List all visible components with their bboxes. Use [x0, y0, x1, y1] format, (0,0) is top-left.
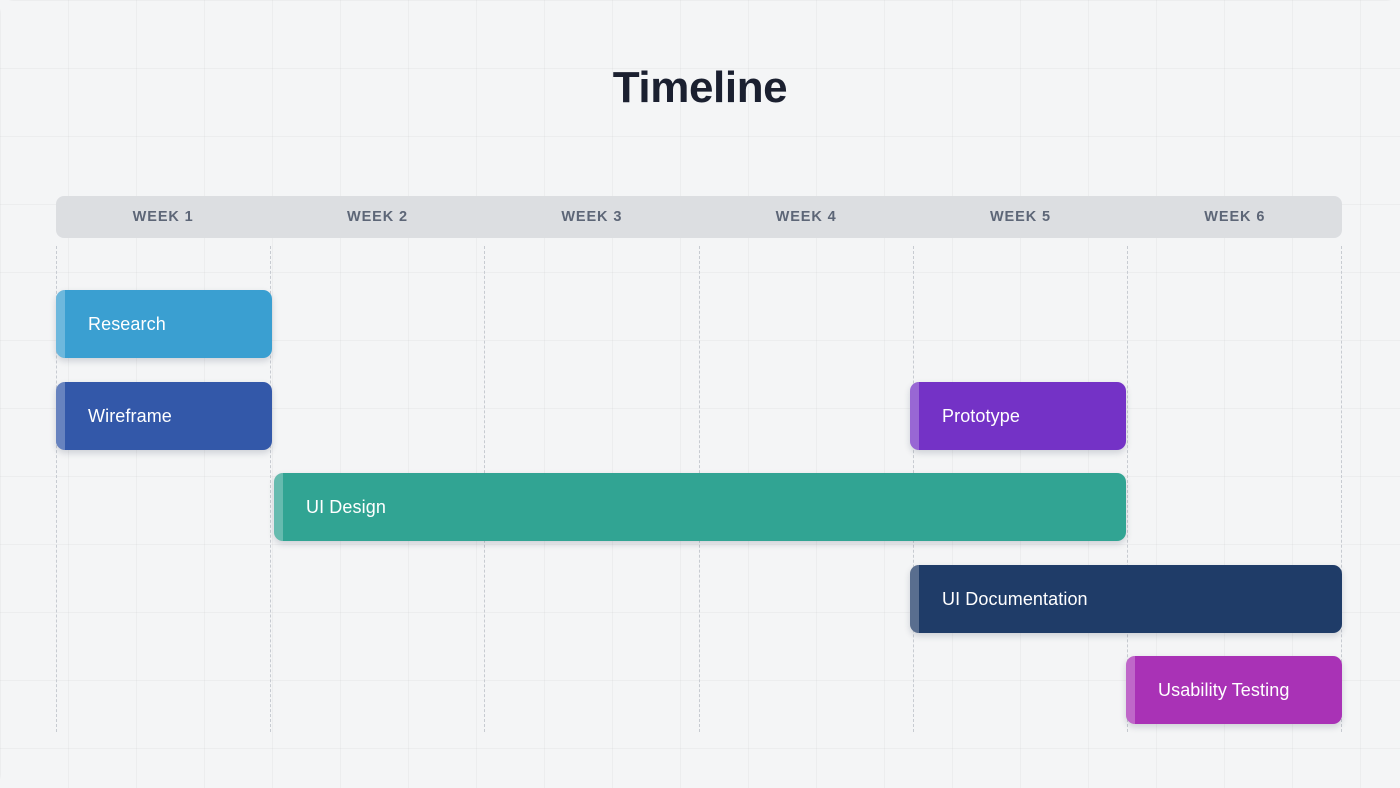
task-bar[interactable]: Prototype: [910, 382, 1126, 450]
week-header-cell: WEEK 6: [1128, 196, 1342, 238]
week-header-bar: WEEK 1 WEEK 2 WEEK 3 WEEK 4 WEEK 5 WEEK 6: [56, 196, 1342, 238]
task-bar[interactable]: Usability Testing: [1126, 656, 1342, 724]
task-bar-label: Wireframe: [88, 405, 172, 426]
task-bar-handle[interactable]: [910, 382, 919, 450]
week-header-cell: WEEK 2: [270, 196, 484, 238]
week-header-cell: WEEK 4: [699, 196, 913, 238]
task-bar-handle[interactable]: [910, 565, 919, 633]
task-bar-handle[interactable]: [274, 473, 283, 541]
task-bar-label: Usability Testing: [1158, 679, 1290, 700]
week-header-cell: WEEK 1: [56, 196, 270, 238]
task-bar-handle[interactable]: [56, 290, 65, 358]
week-label: WEEK 2: [346, 209, 408, 225]
task-bar-label: Research: [88, 313, 166, 334]
week-header-cell: WEEK 5: [913, 196, 1127, 238]
task-bar[interactable]: UI Documentation: [910, 565, 1342, 633]
task-bar-label: UI Documentation: [942, 588, 1088, 609]
task-bar[interactable]: Wireframe: [56, 382, 272, 450]
task-bar[interactable]: Research: [56, 290, 272, 358]
task-bar-label: UI Design: [306, 496, 386, 517]
task-bar-handle[interactable]: [1126, 656, 1135, 724]
week-label: WEEK 5: [989, 209, 1051, 225]
page-title: Timeline: [612, 63, 788, 112]
task-bar-handle[interactable]: [56, 382, 65, 450]
week-header-cell: WEEK 3: [485, 196, 699, 238]
week-label: WEEK 3: [561, 209, 623, 225]
week-label: WEEK 1: [132, 209, 194, 225]
week-label: WEEK 6: [1204, 209, 1266, 225]
task-bar[interactable]: UI Design: [274, 473, 1126, 541]
gantt-chart: WEEK 1 WEEK 2 WEEK 3 WEEK 4 WEEK 5 WEEK 6 Res…: [56, 196, 1342, 736]
task-bar-label: Prototype: [942, 405, 1020, 426]
week-label: WEEK 4: [775, 209, 837, 225]
